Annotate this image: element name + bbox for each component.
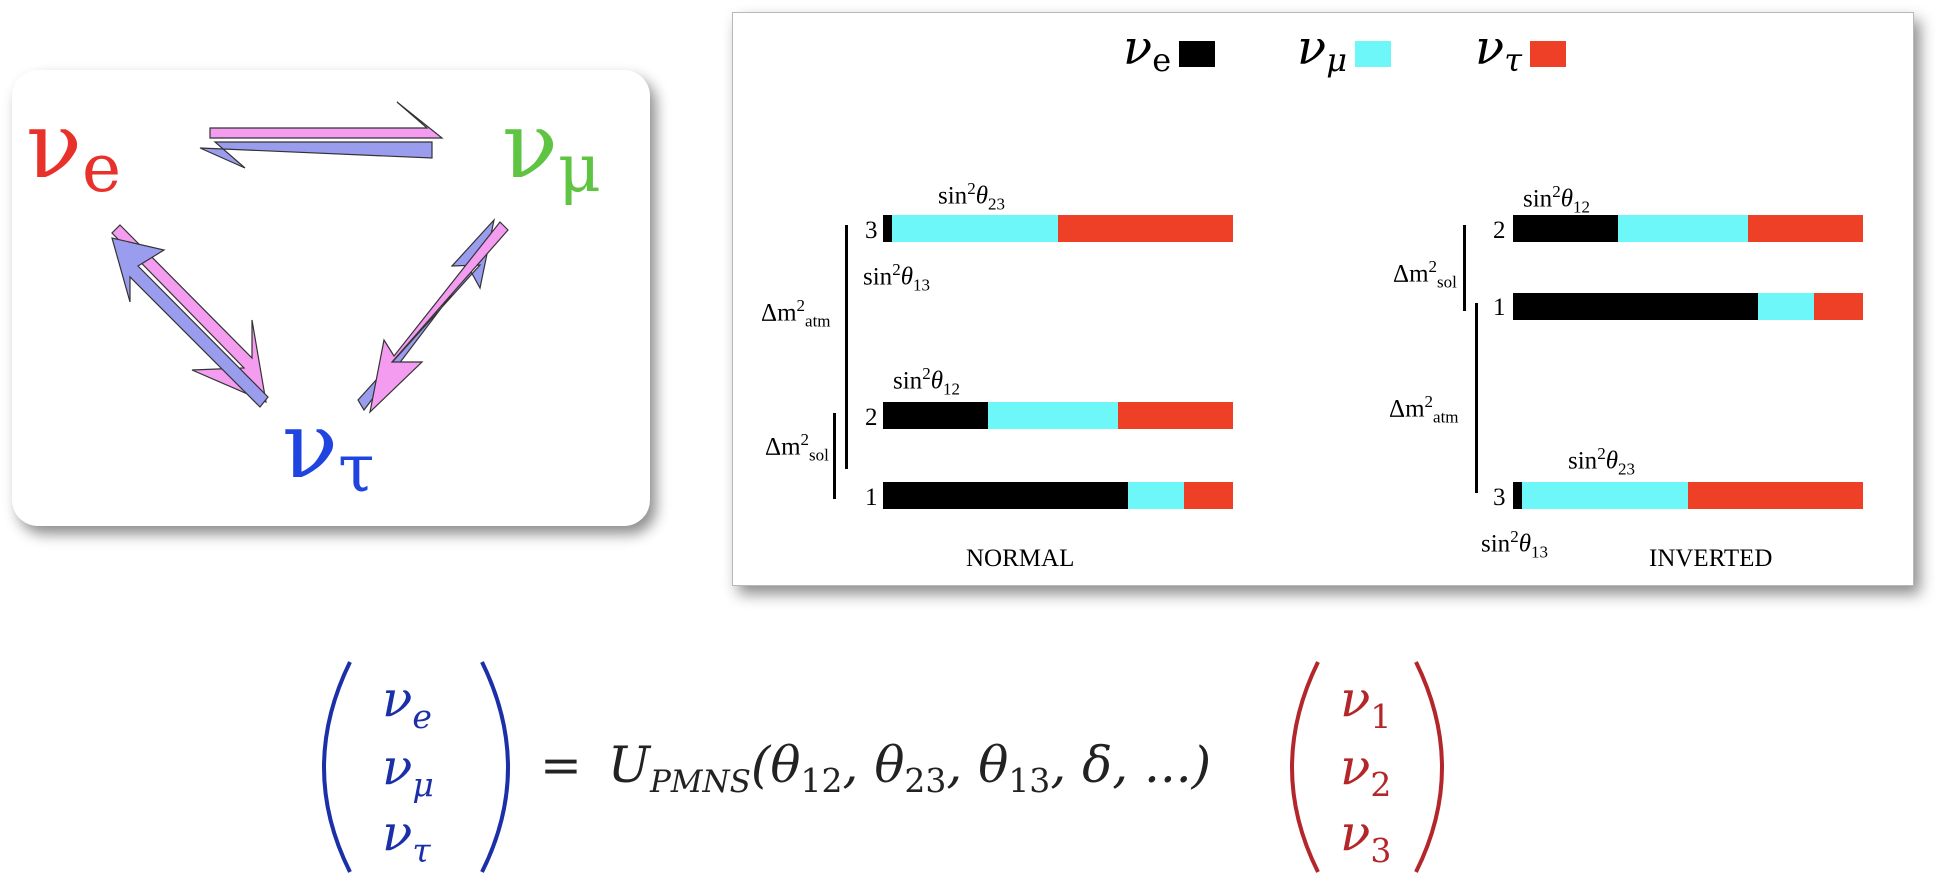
inverted-sol-line <box>1463 225 1466 311</box>
bar-segment-tau <box>1184 482 1233 509</box>
legend-swatch-black <box>1179 41 1216 67</box>
legend-swatch-cyan <box>1354 41 1391 67</box>
bar-segment-e <box>1513 293 1758 320</box>
equation-parentheses <box>322 661 1444 873</box>
inverted-atm-label: Δm2atm <box>1389 392 1459 427</box>
bar-segment-mu <box>988 402 1118 429</box>
inverted-sin2-theta23: sin2θ23 <box>1568 444 1635 479</box>
inverted-level-3-bar <box>1513 482 1863 509</box>
legend-symbol: ν <box>1123 20 1153 76</box>
left-vector-close-paren-icon <box>480 661 510 873</box>
normal-level-1-bar <box>883 482 1233 509</box>
bar-segment-tau <box>1814 293 1863 320</box>
nu-e-label: νe <box>26 100 121 202</box>
legend-swatch-red <box>1529 41 1566 67</box>
normal-sol-label: Δm2sol <box>765 430 829 465</box>
pmns-args-open: (θ <box>750 736 801 794</box>
legend-sub: τ <box>1504 41 1522 79</box>
bar-segment-tau <box>1688 482 1863 509</box>
legend-sub: e <box>1152 41 1172 79</box>
right-vector-open-paren-icon <box>1290 661 1320 873</box>
bar-segment-tau <box>1058 215 1233 242</box>
nu-mu-label: νμ <box>502 100 601 202</box>
inverted-atm-line <box>1475 303 1478 493</box>
normal-level-2-label: 2 <box>865 404 878 431</box>
bar-segment-e <box>883 482 1128 509</box>
right-vector-entry-3: ν3 <box>1340 804 1392 870</box>
right-vector-entry-1: ν1 <box>1340 670 1392 736</box>
arrow-e-to-mu-icon <box>209 101 444 139</box>
bar-segment-e <box>1513 482 1522 509</box>
arrow-tau-to-e-icon <box>111 237 269 408</box>
inverted-level-1-bar <box>1513 293 1863 320</box>
normal-title: NORMAL <box>966 545 1075 572</box>
right-vector-entry-2: ν2 <box>1340 738 1392 804</box>
inverted-level-2-bar <box>1513 215 1863 242</box>
normal-level-3-label: 3 <box>865 217 878 244</box>
left-vector-entry-e: νe <box>382 670 432 736</box>
normal-sin2-theta23: sin2θ23 <box>938 179 1005 214</box>
normal-atm-line <box>845 225 848 469</box>
pmns-equation: νe νμ ντ = UPMNS(θ12, θ23, θ13, δ, ...) … <box>0 600 1938 874</box>
bar-segment-mu <box>1618 215 1748 242</box>
right-vector-close-paren-icon <box>1414 661 1444 873</box>
equation-middle: = UPMNS(θ12, θ23, θ13, δ, ...) <box>540 736 1212 800</box>
bar-segment-tau <box>1747 215 1863 242</box>
normal-level-1-label: 1 <box>865 484 878 511</box>
legend-sub: μ <box>1326 41 1347 79</box>
oscillation-arrows <box>111 101 509 414</box>
oscillation-panel: νe νμ ντ <box>12 70 650 526</box>
arrow-mu-to-tau-icon <box>369 221 509 414</box>
nu-tau-symbol: ν <box>282 392 338 499</box>
arrow-mu-to-e-icon <box>199 141 433 169</box>
inverted-level-2-label: 2 <box>1493 217 1506 244</box>
nu-tau-sub: τ <box>337 430 375 507</box>
bar-segment-mu <box>1128 482 1184 509</box>
bar-segment-mu <box>891 215 1058 242</box>
bar-segment-e <box>883 215 892 242</box>
normal-sin2-theta13: sin2θ13 <box>863 260 930 295</box>
nu-tau-label: ντ <box>282 400 374 502</box>
inverted-sin2-theta13: sin2θ13 <box>1481 527 1548 562</box>
left-vector-open-paren-icon <box>322 661 352 873</box>
nu-e-symbol: ν <box>26 92 82 199</box>
bar-segment-e <box>1513 215 1618 242</box>
pmns-U: U <box>607 736 650 794</box>
nu-e-sub: e <box>81 130 121 207</box>
left-vector-entry-tau: ντ <box>382 804 431 870</box>
nu-mu-symbol: ν <box>502 92 558 199</box>
bar-segment-tau <box>1117 402 1233 429</box>
bar-segment-e <box>883 402 988 429</box>
inverted-level-3-label: 3 <box>1493 484 1506 511</box>
inverted-sol-label: Δm2sol <box>1393 257 1457 292</box>
normal-atm-label: Δm2atm <box>761 296 831 331</box>
normal-level-3-bar <box>883 215 1233 242</box>
normal-sol-line <box>833 413 836 499</box>
inverted-title: INVERTED <box>1649 545 1773 572</box>
pmns-sub: PMNS <box>649 764 751 800</box>
normal-sin2-theta12: sin2θ12 <box>893 364 960 399</box>
legend-symbol: ν <box>1297 20 1327 76</box>
inverted-level-1-label: 1 <box>1493 294 1506 321</box>
bar-segment-mu <box>1758 293 1814 320</box>
bar-segment-mu <box>1521 482 1688 509</box>
left-vector-entry-mu: νμ <box>382 738 434 804</box>
inverted-sin2-theta12: sin2θ12 <box>1523 182 1590 217</box>
equals-sign: = <box>540 736 582 794</box>
normal-level-2-bar <box>883 402 1233 429</box>
nu-mu-sub: μ <box>557 130 601 207</box>
legend-symbol: ν <box>1475 20 1505 76</box>
